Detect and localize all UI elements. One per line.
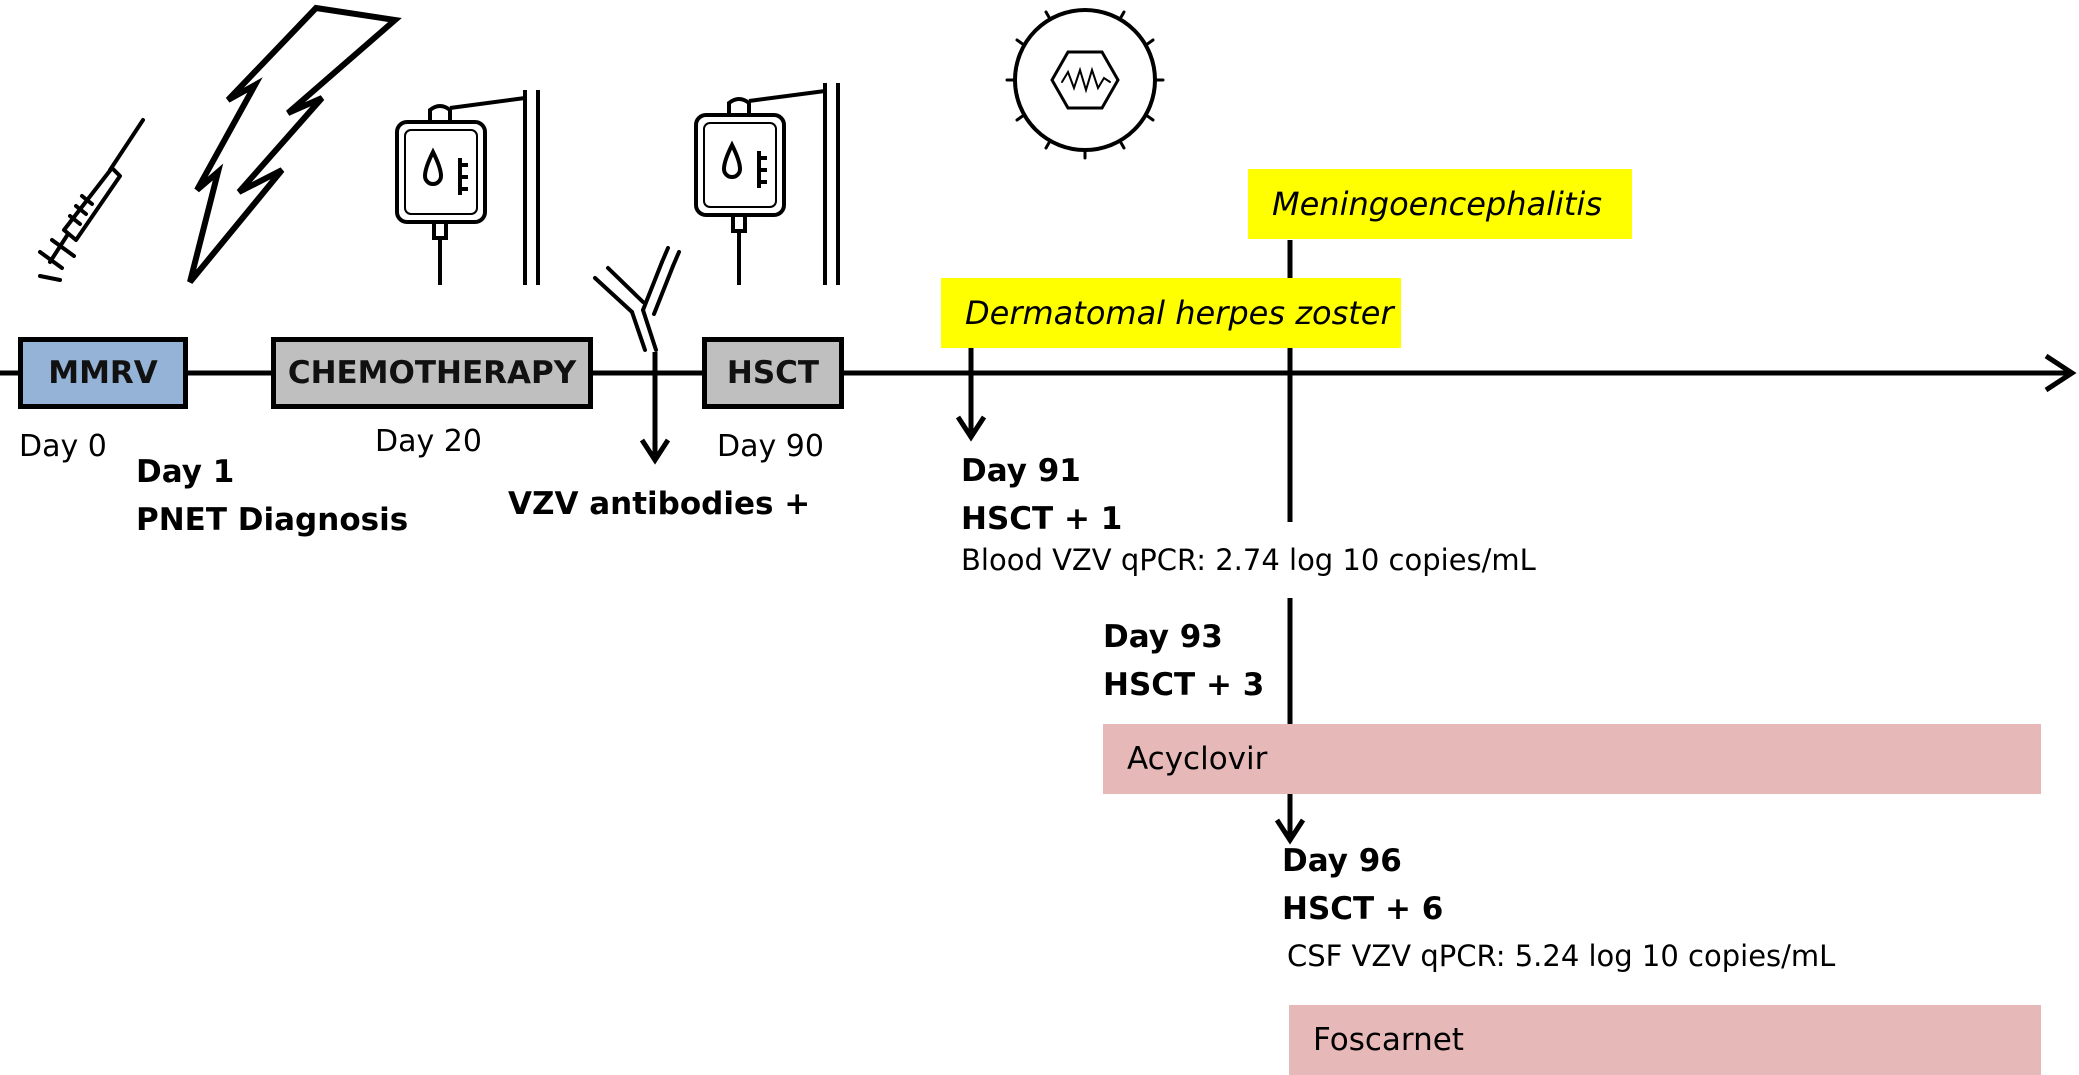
zoster-label: Dermatomal herpes zoster (965, 294, 1394, 332)
hsct-plus-1-label: HSCT + 1 (961, 501, 1123, 537)
day93-label: Day 93 (1103, 619, 1223, 655)
meningoencephalitis-label: Meningoencephalitis (1272, 185, 1602, 223)
vzv-antibodies-label: VZV antibodies + (508, 486, 811, 522)
foscarnet-bar: Foscarnet (1289, 1005, 2041, 1075)
mmrv-box: MMRV (18, 337, 188, 409)
foscarnet-label: Foscarnet (1313, 1022, 1464, 1058)
day91-label: Day 91 (961, 453, 1081, 489)
day1-label: Day 1 (136, 454, 235, 490)
pnet-diagnosis-label: PNET Diagnosis (136, 502, 409, 538)
iv-bag-icon (694, 83, 840, 285)
day20-label: Day 20 (375, 424, 482, 459)
antibody-icon (593, 246, 681, 352)
mmrv-label: MMRV (48, 354, 158, 391)
lightning-icon (187, 4, 402, 284)
blood-qpcr-label: Blood VZV qPCR: 2.74 log 10 copies/mL (961, 543, 1536, 577)
day0-label: Day 0 (19, 429, 107, 464)
antibody-arrow (639, 352, 671, 465)
acyclovir-label: Acyclovir (1127, 741, 1268, 777)
day91-arrow (955, 348, 987, 442)
syringe-icon (38, 118, 145, 282)
hsct-box: HSCT (702, 337, 844, 409)
day90-label: Day 90 (717, 429, 824, 464)
meningoencephalitis-event: Meningoencephalitis (1248, 169, 1632, 239)
chemotherapy-label: CHEMOTHERAPY (287, 354, 577, 391)
hsct-plus-6-label: HSCT + 6 (1282, 891, 1444, 927)
iv-bag-icon (395, 90, 540, 285)
virus-icon (1005, 8, 1165, 160)
zoster-event: Dermatomal herpes zoster (941, 278, 1401, 348)
chemotherapy-box: CHEMOTHERAPY (271, 337, 593, 409)
day96-label: Day 96 (1282, 843, 1402, 879)
hsct-label: HSCT (726, 354, 820, 391)
acyclovir-bar: Acyclovir (1103, 724, 2041, 794)
csf-qpcr-label: CSF VZV qPCR: 5.24 log 10 copies/mL (1287, 939, 1836, 973)
hsct-plus-3-label: HSCT + 3 (1103, 667, 1265, 703)
